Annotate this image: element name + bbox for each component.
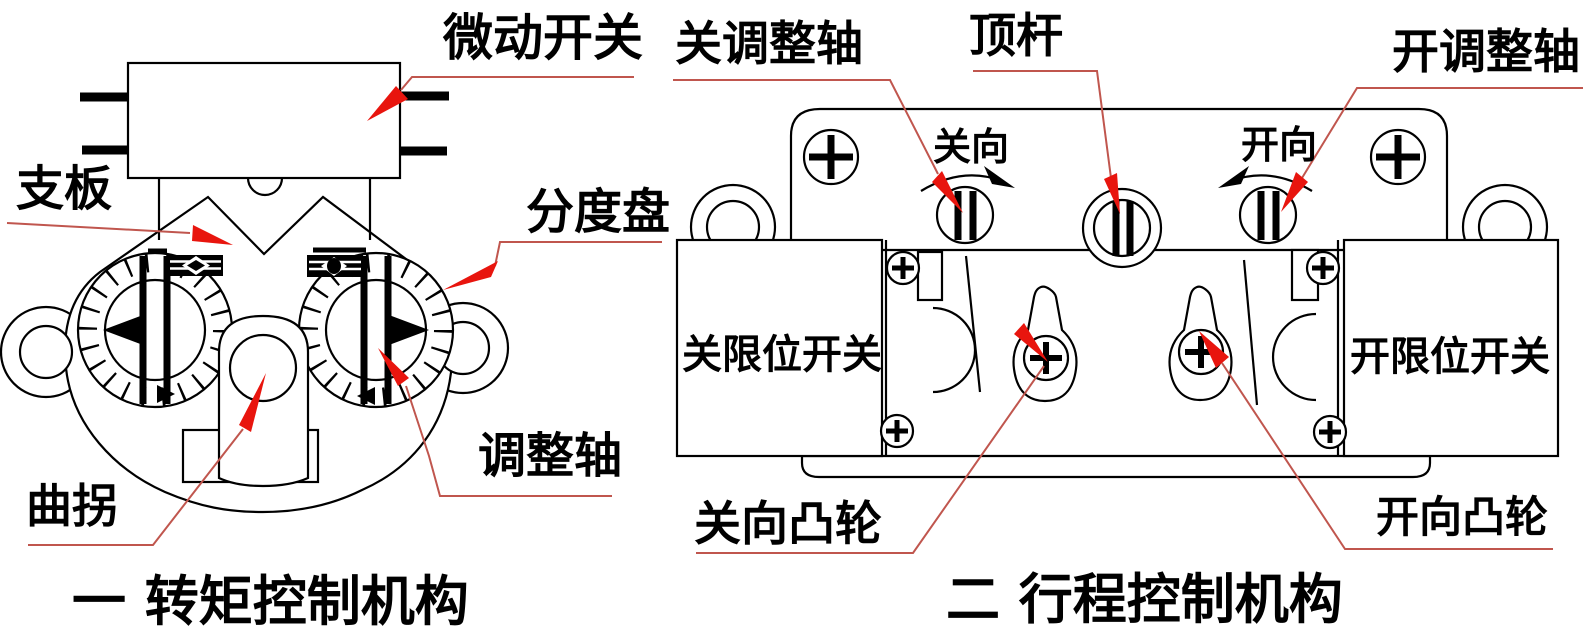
push-rod: [1081, 187, 1163, 269]
push-rod-arrow: [1104, 173, 1120, 214]
close-adjust-shaft-arrow: [932, 171, 963, 213]
bottom-plate: [800, 454, 1432, 479]
small-screw: [879, 413, 915, 449]
pointer-left-dial-small: [157, 385, 175, 403]
close-cam-arrow: [1014, 323, 1048, 362]
label-adjust-shaft: 调整轴: [478, 428, 622, 484]
right-roller: [1271, 312, 1317, 402]
close-limit-switch-box: [675, 238, 884, 458]
annotation-leaders: [6, 70, 1583, 554]
annotation-labels: 微动开关 支板 分度盘 调整轴 曲拐 一 转矩控制机构 关调整轴 顶杆 开调整轴…: [16, 9, 1580, 633]
close-direction-arrow: [920, 166, 1015, 192]
travel-mechanism-drawing: [675, 107, 1560, 479]
label-open-direction: 开向: [1241, 123, 1317, 167]
label-indexing-plate: 分度盘: [526, 184, 670, 240]
label-open-cam: 开向凸轮: [1376, 493, 1548, 543]
label-push-rod: 顶杆: [969, 9, 1063, 64]
pointer-left-dial: [103, 315, 143, 345]
open-adjust-shaft: [1238, 185, 1298, 245]
crank-arrow: [239, 373, 266, 432]
corner-screw: [1369, 128, 1427, 186]
label-close-direction: 关向: [933, 125, 1009, 169]
indexing-dial-right: [297, 251, 455, 409]
small-screw: [1305, 250, 1341, 286]
support-plate-arrow: [192, 225, 233, 245]
small-screw: [885, 250, 921, 286]
indexing-dial-left: [76, 251, 234, 409]
label-close-cam: 关向凸轮: [694, 497, 882, 552]
box-notch: [246, 177, 284, 197]
caption-travel-mechanism: 二 行程控制机构: [946, 568, 1343, 631]
micro-switch-arrow: [367, 86, 408, 121]
left-lug-hole: [18, 324, 74, 380]
label-close-limit-switch: 关限位开关: [682, 332, 882, 378]
scale-block-left: [148, 248, 223, 276]
left-roller: [932, 306, 977, 394]
corner-screw: [802, 128, 860, 186]
open-adjust-shaft-arrow: [1281, 172, 1308, 212]
pointer-right-dial-small: [357, 387, 375, 405]
open-limit-switch-box: [1342, 238, 1560, 458]
label-micro-switch: 微动开关: [442, 9, 643, 67]
crank-circle: [228, 333, 298, 403]
scale-block-right: [307, 247, 366, 277]
label-close-adjust-shaft: 关调整轴: [675, 17, 863, 72]
indexing-plate-arrow: [443, 261, 498, 290]
caption-torque-mechanism: 一 转矩控制机构: [72, 570, 469, 633]
micro-switch-box: [126, 61, 402, 180]
open-cam-arrow: [1199, 331, 1229, 368]
label-open-adjust-shaft: 开调整轴: [1392, 25, 1580, 80]
small-screw: [1312, 414, 1348, 450]
label-open-limit-switch: 开限位开关: [1350, 334, 1550, 380]
pointer-right-dial: [389, 315, 429, 345]
adjust-shaft-arrow: [378, 348, 409, 386]
torque-mechanism-drawing: [0, 61, 510, 514]
label-crank: 曲拐: [26, 479, 118, 533]
label-support-plate: 支板: [16, 161, 112, 217]
